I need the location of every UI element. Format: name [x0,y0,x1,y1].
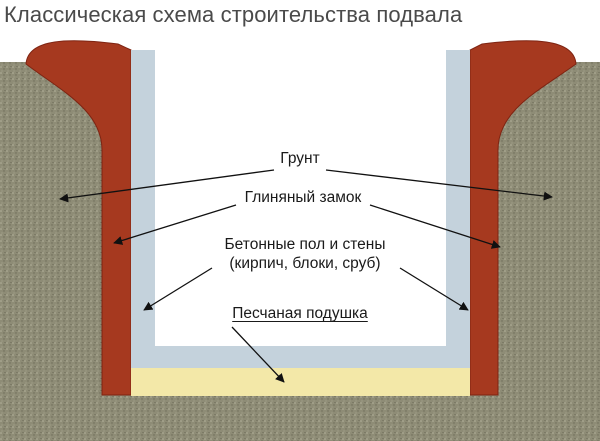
sand-cushion [131,368,470,396]
clay-lock-left [25,40,132,396]
arrow-soil-right [325,169,553,201]
basement-interior [155,50,446,346]
label-soil: Грунт [280,150,320,167]
label-concrete-line2: (кирпич, блоки, сруб) [229,255,381,272]
label-clay-lock: Глиняный замок [244,189,362,206]
arrow-clay-left [113,204,237,245]
clay-lock-right [469,40,577,396]
arrow-soil-left [59,169,275,203]
label-concrete-line1: Бетонные пол и стены [224,236,386,253]
arrow-sand [231,326,285,383]
arrow-clay-right [369,204,501,249]
label-sand-cushion: Песчаная подушка [232,305,368,322]
diagram-title: Классическая схема строительства подвала [4,2,463,27]
arrow-concrete-left [143,267,213,311]
arrow-concrete-right [399,267,469,311]
